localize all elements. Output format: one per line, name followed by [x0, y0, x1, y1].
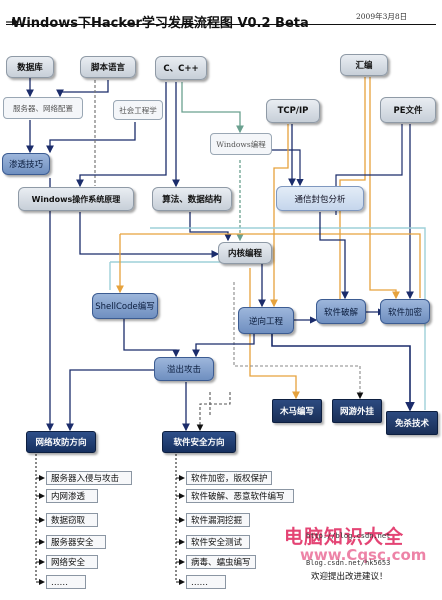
wire-teal-loop-1 — [150, 227, 426, 410]
watermark-small-1: http://blog.csdn.net — [306, 532, 391, 540]
wire-shell-overflow — [123, 318, 180, 358]
node-network-attack-defense: 网络攻防方向 — [26, 431, 96, 453]
watermark-url: www.Cqsc.com — [300, 546, 427, 564]
wire-packet-crack — [319, 212, 349, 300]
wire-orange-horiz — [120, 233, 421, 298]
software-item-vuln-mining: 软件漏洞挖掘 — [186, 513, 250, 527]
wire-algo-kernel — [189, 212, 232, 242]
wire-dash-software — [196, 392, 231, 432]
node-penetration-skills: 渗透技巧 — [2, 153, 50, 175]
software-item-more: …… — [186, 575, 226, 589]
software-item-cracking-malware: 软件破解、恶意软件编写 — [186, 489, 294, 503]
node-script-language: 脚本语言 — [80, 56, 136, 78]
node-social-engineering: 社会工程学 — [113, 100, 163, 120]
watermark-logo: 电脑知识大全 — [284, 526, 405, 548]
wire-c-winprog — [181, 82, 244, 134]
node-database: 数据库 — [6, 56, 54, 78]
wire-teal-loop-2 — [109, 261, 222, 290]
title-underline — [6, 24, 436, 25]
node-pe-file: PE文件 — [380, 97, 436, 123]
node-shellcode-writing: ShellCode编写 — [92, 293, 158, 319]
node-software-encryption: 软件加密 — [380, 299, 430, 324]
wire-winprog-packet — [270, 149, 304, 187]
network-item-more: …… — [46, 575, 86, 589]
network-item-intranet: 内网渗透 — [46, 489, 98, 503]
network-item-intrusion: 服务器入侵与攻击 — [46, 471, 132, 485]
wire-crack-av — [271, 334, 415, 412]
node-windows-programming: Windows编程 — [210, 133, 272, 155]
wire-asm-down — [336, 77, 366, 308]
date-label: 2009年3月8日 — [356, 12, 408, 21]
node-c-cpp: C、C++ — [155, 56, 207, 80]
page-title: Windows下Hacker学习发展流程图 V0.2 Beta — [12, 16, 309, 31]
node-assembly: 汇编 — [340, 54, 388, 76]
node-software-security: 软件安全方向 — [162, 431, 236, 453]
node-windows-os-principles: Windows操作系统原理 — [18, 187, 134, 211]
software-item-testing: 软件安全测试 — [186, 535, 250, 549]
network-item-server-security: 服务器安全 — [46, 535, 106, 549]
wire-c-winos — [76, 82, 167, 188]
wire-overflow-network — [66, 369, 166, 432]
bracket-arrows — [36, 475, 185, 585]
node-overflow-attack: 溢出攻击 — [154, 357, 214, 381]
wire-social-pen — [46, 122, 136, 154]
node-tcpip: TCP/IP — [266, 99, 320, 123]
software-item-virus: 病毒、蠕虫编写 — [186, 555, 256, 569]
wire-reverse-overflow — [192, 334, 255, 358]
wire-script-server — [56, 80, 109, 98]
node-game-cheats: 网游外挂 — [332, 399, 382, 423]
node-communication-packet-analysis: 通信封包分析 — [276, 186, 364, 211]
node-software-cracking: 软件破解 — [316, 299, 366, 324]
network-item-data-theft: 数据窃取 — [46, 513, 98, 527]
watermark-small-2: Blog.csdn.net/hk5653 — [306, 559, 391, 567]
node-kernel-programming: 内核编程 — [218, 242, 272, 264]
wire-tcpip-reverse — [270, 124, 289, 308]
feedback-text: 欢迎提出改进建议！ — [311, 572, 388, 582]
node-antivirus-evasion: 免杀技术 — [386, 411, 438, 435]
node-trojan-writing: 木马编写 — [272, 399, 322, 423]
software-item-encryption: 软件加密，版权保护 — [186, 471, 272, 485]
node-server-network-config: 服务器、网络配置 — [3, 97, 83, 119]
wire-dash-gray-1 — [233, 282, 364, 400]
network-item-network-security: 网络安全 — [46, 555, 98, 569]
wire-winos-kernel — [79, 212, 220, 258]
node-reverse-engineering: 逆向工程 — [238, 307, 294, 334]
wire-asm-enc — [369, 77, 400, 300]
node-algorithms-data-structures: 算法、数据结构 — [152, 187, 232, 211]
